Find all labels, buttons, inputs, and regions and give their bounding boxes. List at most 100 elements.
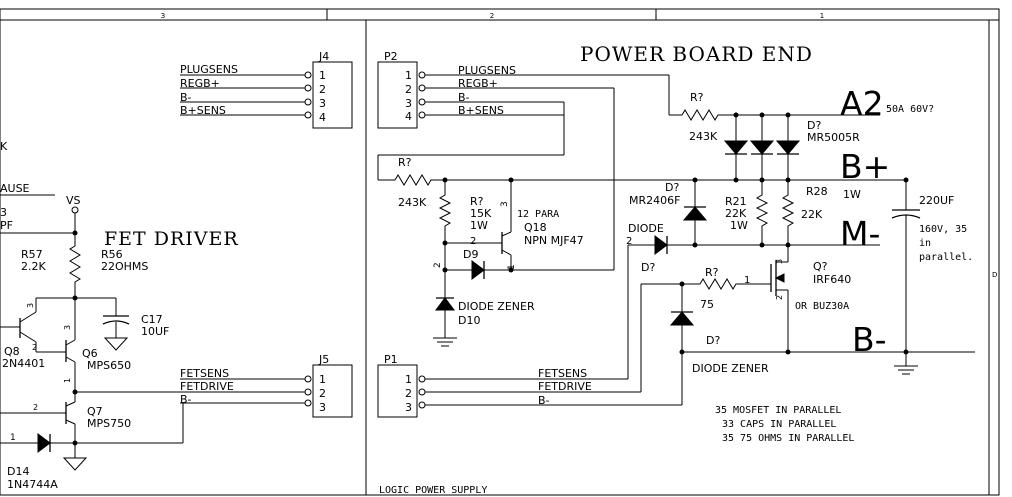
d-diode-pin2: 2: [626, 236, 632, 247]
q8-pin3: 3: [26, 303, 35, 308]
q18-ref: Q18: [524, 221, 547, 234]
left-fragment-pf: PF: [0, 219, 13, 232]
resistor-243k-a: [378, 174, 445, 186]
q8-pin2: 2: [32, 343, 37, 352]
q18-pin2: 2: [470, 236, 476, 247]
resistor-r21: [755, 180, 769, 245]
q18-value: NPN MJF47: [524, 234, 584, 247]
resistor-15k: [438, 180, 452, 270]
r243k-a-ref: R?: [398, 156, 412, 169]
r57-ref: R57: [21, 248, 43, 261]
left-fragment-k: K: [0, 140, 8, 153]
r15k-power: 1W: [470, 219, 488, 232]
j4-net-bsens: B+SENS: [180, 104, 226, 117]
p2-net-regb: REGB+: [458, 77, 498, 90]
c220-note-1: 160V, 35: [919, 224, 967, 235]
left-fragment-cause: AUSE: [0, 182, 30, 195]
page-title: POWER BOARD END: [580, 42, 813, 66]
q7-value: MPS750: [87, 417, 131, 430]
j4-pin-2: 2: [319, 83, 326, 96]
logic-power-supply-label: LOGIC POWER SUPPLY: [379, 485, 487, 496]
j5-pin-3: 3: [319, 401, 326, 414]
p2-pin-3: 3: [405, 97, 412, 110]
q-irf640-alt: OR BUZ30A: [795, 301, 849, 312]
q-irf640-value: IRF640: [813, 273, 851, 286]
d9-ref: D9: [463, 248, 478, 261]
q18-pin3: 3: [500, 201, 510, 207]
r75-ref: R?: [705, 266, 719, 279]
q-pin3: 3: [775, 259, 784, 264]
resistor-r28: [781, 180, 795, 245]
resistor-r56: [69, 233, 81, 298]
ground-symbol: [103, 337, 129, 351]
r56-ref: R56: [101, 248, 123, 261]
q-irf640-ref: Q?: [813, 260, 828, 273]
d-mr5005-ref: D?: [807, 119, 821, 132]
d14-value: 1N4744A: [7, 478, 58, 491]
power-board-circuit: R? 243K R? 15K 1W 2 3 1 12 PARA Q18 NPN …: [377, 75, 975, 405]
q-pin2: 2: [775, 295, 784, 300]
ground-symbol: [62, 457, 88, 471]
d-diode-ref: D?: [641, 261, 655, 274]
d-zener2-value: DIODE ZENER: [692, 362, 769, 375]
resistor-75: [682, 278, 771, 290]
q6-pin3: 3: [63, 325, 72, 330]
note-mosfet: 35 MOSFET IN PARALLEL: [715, 405, 841, 416]
q7-ref: Q7: [87, 405, 103, 418]
r21-value: 22K: [725, 207, 747, 220]
p2-net-bsens: B+SENS: [458, 104, 504, 117]
j4-net-plugsens: PLUGSENS: [180, 63, 238, 76]
connector-j4: J4 1 2 3 4 PLUGSENS REGB+ B- B+SENS: [180, 50, 353, 129]
d10-value: DIODE ZENER: [458, 300, 535, 313]
j5-net-fetdrive: FETDRIVE: [180, 380, 234, 393]
r21-power: 1W: [730, 219, 748, 232]
r28-value: 22K: [801, 208, 823, 221]
p1-pin-1: 1: [405, 373, 412, 386]
zone-label-1: 1: [820, 12, 824, 20]
left-fragment-3: 3: [0, 206, 7, 219]
q8-value: 2N4401: [2, 357, 45, 370]
d-mr5005-value: MR5005R: [807, 131, 860, 144]
j5-pin-1: 1: [319, 373, 326, 386]
d-mr2406-ref: D?: [665, 181, 679, 194]
rail-bplus-power: 1W: [843, 188, 861, 201]
r28-ref: R28: [806, 185, 828, 198]
p1-pin-3: 3: [405, 401, 412, 414]
j4-pin-4: 4: [319, 111, 326, 124]
j5-net-fetsens: FETSENS: [180, 367, 229, 380]
d14-pin1: 1: [10, 433, 16, 443]
j4-ref: J4: [318, 50, 329, 63]
q6-pin1: 1: [63, 378, 72, 383]
p2-ref: P2: [384, 50, 398, 63]
q8-ref: Q8: [4, 345, 20, 358]
d10-ref: D10: [458, 314, 480, 327]
p1-pin-2: 2: [405, 387, 412, 400]
connector-p2: P2 1 2 3 4 PLUGSENS REGB+ B- B+SENS: [377, 50, 669, 129]
q18-pin1: 1: [507, 264, 517, 270]
j5-net-bminus: B-: [180, 393, 192, 406]
rail-bminus: B-: [852, 320, 887, 359]
note-ohms: 35 75 OHMS IN PARALLEL: [722, 433, 854, 444]
j4-net-regb: REGB+: [180, 77, 220, 90]
r21-ref: R21: [725, 195, 747, 208]
q6-ref: Q6: [82, 347, 98, 360]
p2-pin-1: 1: [405, 69, 412, 82]
p2-net-bminus: B-: [458, 91, 470, 104]
p1-net-fetdrive: FETDRIVE: [538, 380, 592, 393]
r75-pin1: 1: [744, 275, 750, 286]
q7-pin2: 2: [33, 403, 38, 412]
q18-note: 12 PARA: [517, 209, 559, 220]
d14-ref: D14: [7, 465, 29, 478]
p2-pin-4: 4: [405, 110, 412, 123]
rail-bplus: B+: [840, 147, 890, 186]
c17-value: 10UF: [141, 325, 169, 338]
fet-driver-title: FET DRIVER: [104, 228, 239, 250]
p1-net-bminus: B-: [538, 394, 550, 407]
j5-ref: J5: [318, 353, 329, 366]
rail-a2: A2: [840, 84, 884, 123]
diode-mr5005r-bank: [723, 115, 801, 180]
j5-pin-2: 2: [319, 387, 326, 400]
r75-value: 75: [700, 298, 714, 311]
note-caps: 33 CAPS IN PARALLEL: [722, 419, 836, 430]
r56-value: 22OHMS: [101, 260, 148, 273]
